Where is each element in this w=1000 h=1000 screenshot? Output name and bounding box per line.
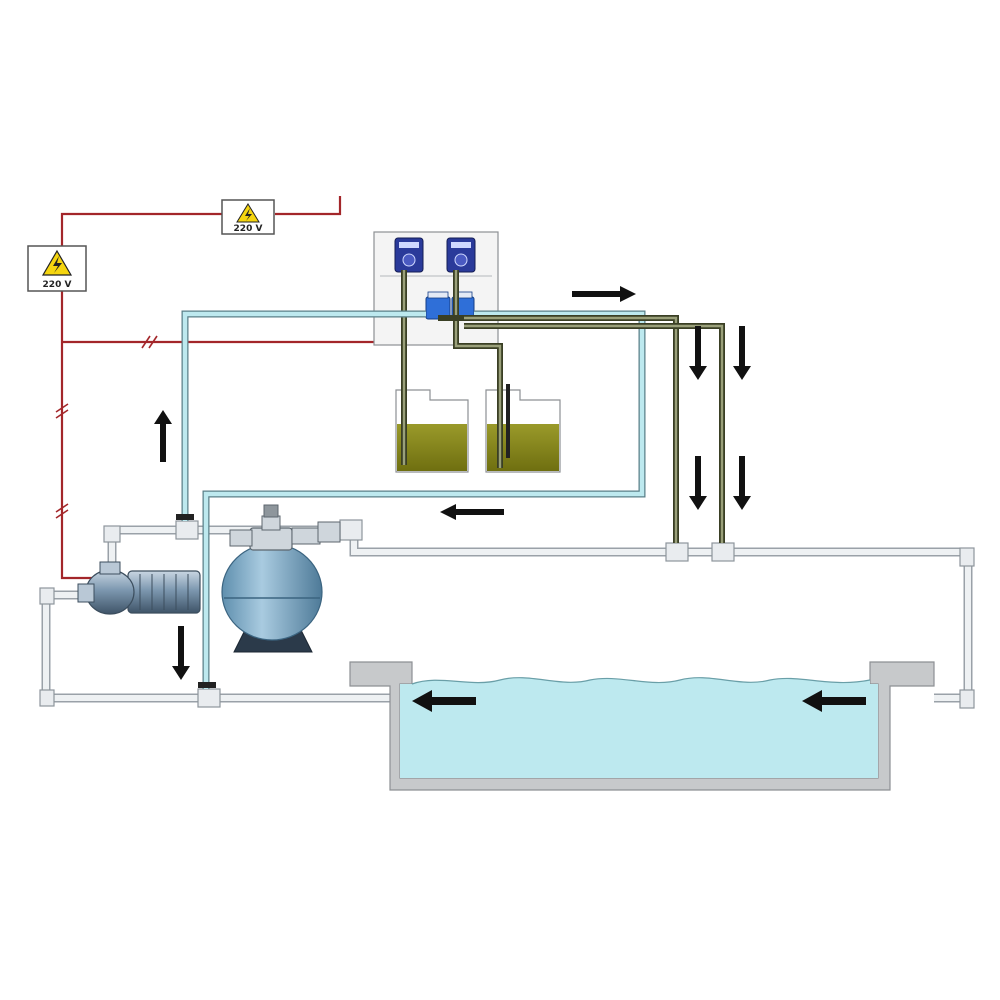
- elbow-fitting: [959, 547, 975, 567]
- water-surface: [411, 677, 871, 685]
- pool-water: [400, 677, 878, 778]
- union-fitting: [339, 519, 363, 541]
- flow-arrows: [154, 286, 866, 712]
- supply-wire: [275, 196, 342, 216]
- high-voltage-icon: [41, 249, 73, 276]
- elbow-fitting: [959, 689, 975, 709]
- valve-handle: [261, 515, 281, 531]
- tee-fitting: [175, 520, 199, 540]
- flow-arrow-right: [572, 286, 636, 302]
- pump-outlet: [99, 561, 121, 575]
- elbow-fitting: [103, 525, 121, 543]
- flow-arrow-down: [689, 326, 707, 380]
- flow-arrow-down: [733, 456, 751, 510]
- injection-fitting: [711, 542, 735, 562]
- flow-arrow-down: [733, 326, 751, 380]
- elbow-fitting: [39, 689, 55, 707]
- high-voltage-icon: [236, 203, 260, 223]
- supply-wire-left: [60, 212, 222, 246]
- motor-fins: [139, 574, 189, 610]
- flow-arrow-down: [172, 626, 190, 680]
- flow-arrow-left: [802, 690, 866, 712]
- high-voltage-sign-secondary: 220 V: [221, 199, 275, 235]
- filter-tank: [221, 543, 323, 641]
- flow-arrow-up: [154, 410, 172, 462]
- dosing-pump-1: [394, 237, 424, 273]
- elbow-fitting: [39, 587, 55, 605]
- pump-inlet: [77, 583, 95, 603]
- dosing-pump-2: [446, 237, 476, 273]
- flow-arrow-left: [412, 690, 476, 712]
- multiport-valve: [249, 527, 293, 551]
- high-voltage-sign-main: 220 V: [27, 245, 87, 292]
- suction-tubes: [401, 270, 510, 468]
- sand-filter: [221, 504, 341, 653]
- injection-fitting: [665, 542, 689, 562]
- dosing-lines: [438, 315, 725, 543]
- chemical-liquid: [397, 424, 467, 471]
- flow-arrow-left: [440, 504, 504, 520]
- circulation-pump: [77, 561, 201, 615]
- main-wire-down: [60, 291, 100, 580]
- flow-arrow-down: [689, 456, 707, 510]
- sample-lines: [176, 310, 646, 689]
- chemical-tank-1: [395, 389, 469, 473]
- tee-fitting: [197, 688, 221, 708]
- sign-label: 220 V: [43, 280, 72, 290]
- cable-markers: [55, 335, 158, 519]
- sign-label: 220 V: [234, 224, 263, 234]
- electrical-wiring: [55, 196, 374, 580]
- chemical-tank-2: [485, 389, 561, 473]
- swimming-pool: [349, 661, 935, 791]
